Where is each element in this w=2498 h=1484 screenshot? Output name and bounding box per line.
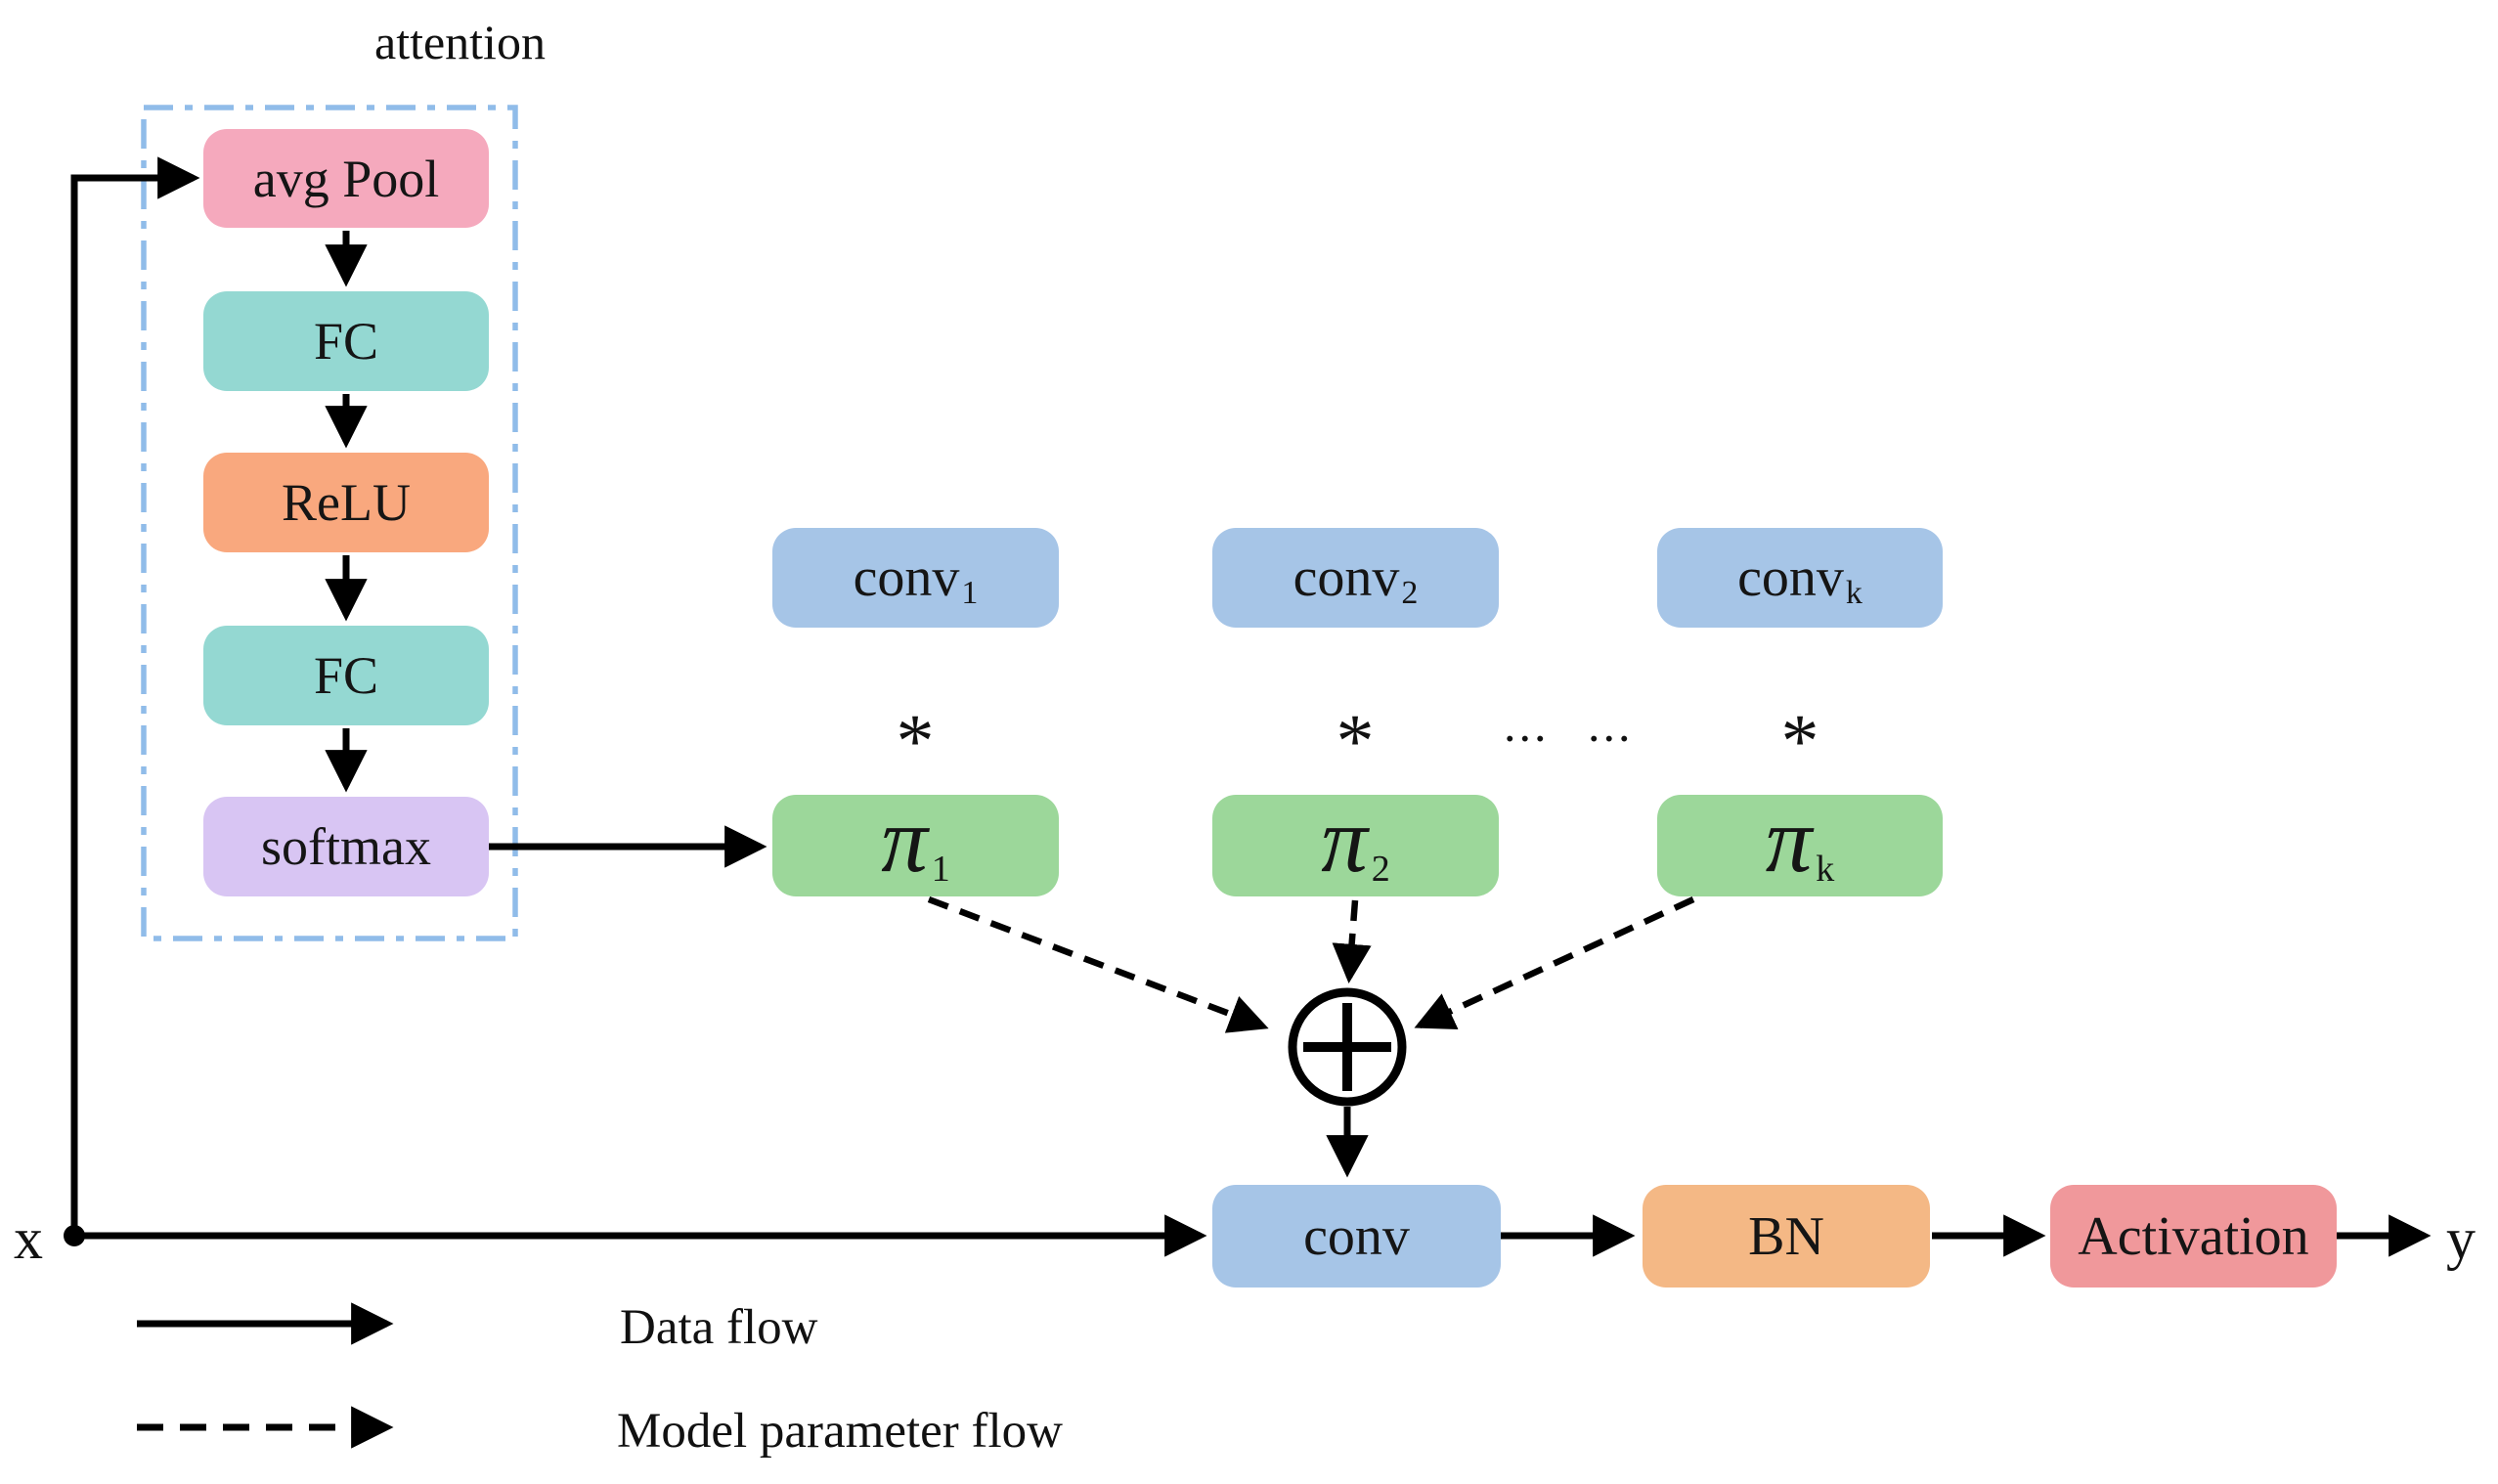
pik-to-sum-dashed-arrow xyxy=(1414,896,1695,1029)
attention-group-border xyxy=(141,105,518,941)
avg-pool-block: avg Pool xyxy=(203,129,489,228)
input-label: x xyxy=(14,1206,43,1271)
ellipsis-label: ... ... xyxy=(1504,697,1634,752)
pik-label: π xyxy=(1765,787,1813,892)
output-label: y xyxy=(2446,1206,2476,1271)
conv2-label: conv xyxy=(1293,547,1400,608)
convk-subscript: k xyxy=(1845,575,1863,611)
conv1-label: conv xyxy=(853,547,960,608)
pi2-subscript: 2 xyxy=(1371,849,1390,890)
multiply-symbol-k: * xyxy=(1780,698,1819,783)
convk-label: conv xyxy=(1737,547,1844,608)
legend-model-parameter-flow-label: Model parameter flow xyxy=(617,1404,1063,1459)
relu-block: ReLU xyxy=(203,453,489,552)
input-to-attention-arrow xyxy=(70,156,200,1236)
attention-title: attention xyxy=(374,15,546,69)
activation-pipeline-block: Activation xyxy=(2050,1185,2337,1288)
bn-pipeline-block: BN xyxy=(1643,1185,1930,1288)
conv2-subscript: 2 xyxy=(1401,575,1419,611)
sum-operator-icon xyxy=(1288,987,1407,1107)
pi2-to-sum-dashed-arrow xyxy=(1332,899,1372,984)
pi1-subscript: 1 xyxy=(931,849,950,890)
pi1-to-sum-dashed-arrow xyxy=(927,895,1269,1033)
conv-pipeline-block: conv xyxy=(1212,1185,1501,1288)
fc1-block: FC xyxy=(203,291,489,391)
pi1-label: π xyxy=(881,787,928,892)
multiply-symbol-1: * xyxy=(896,698,935,783)
legend-data-flow-label: Data flow xyxy=(620,1300,818,1355)
conv1-subscript: 1 xyxy=(961,575,979,611)
pik-subscript: k xyxy=(1816,849,1835,890)
multiply-symbol-2: * xyxy=(1336,698,1375,783)
softmax-block: softmax xyxy=(203,797,489,896)
fc2-block: FC xyxy=(203,626,489,725)
pi2-label: π xyxy=(1321,787,1368,892)
